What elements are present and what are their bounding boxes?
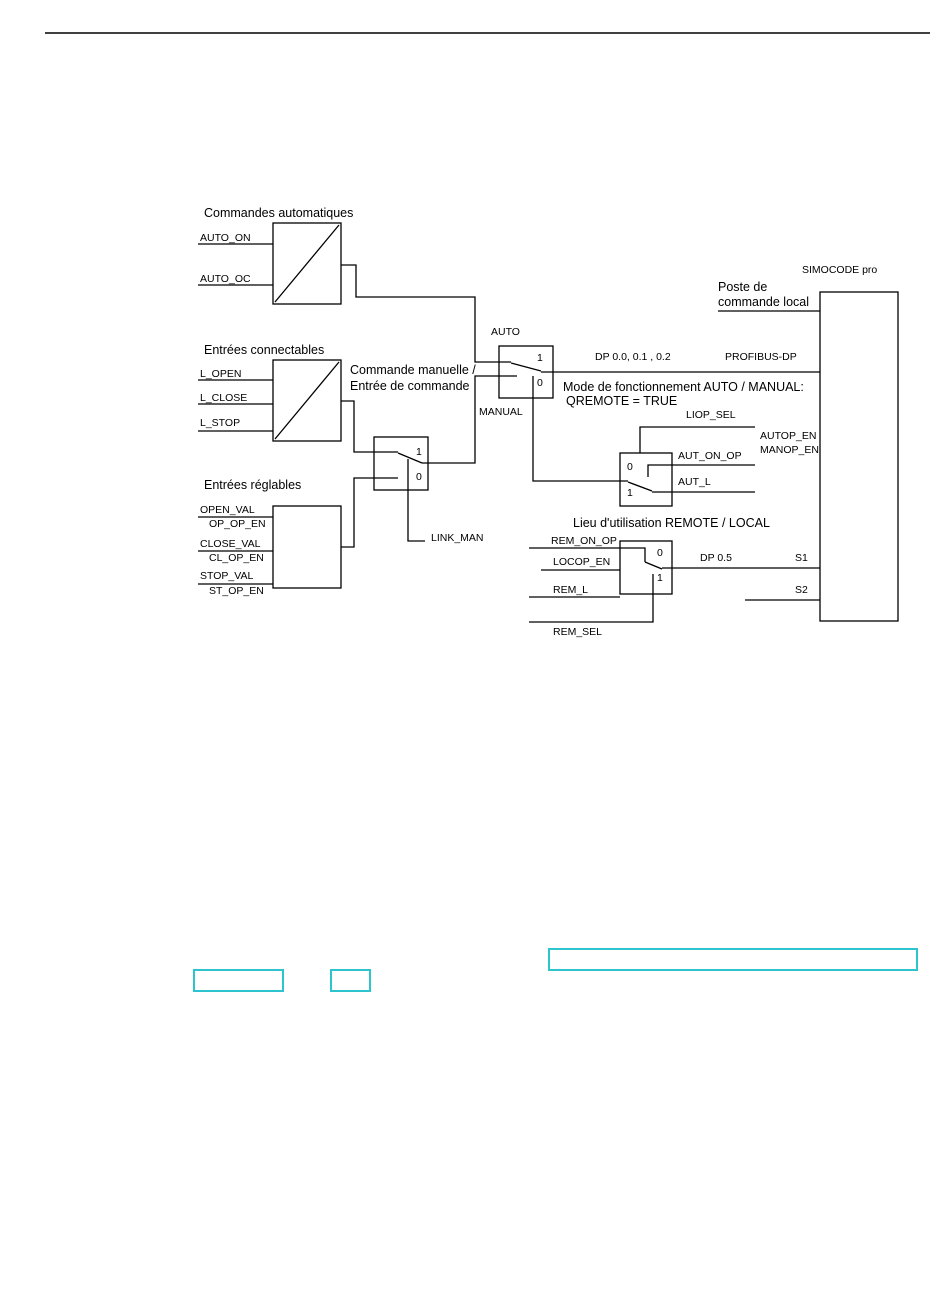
label-rem-sel: REM_SEL [553, 626, 602, 638]
label-mode-line2: QREMOTE = TRUE [566, 394, 677, 408]
label-manual: MANUAL [479, 406, 523, 418]
switch-remote-blade [644, 561, 663, 570]
switch-manual-command [373, 436, 429, 491]
label-manual-command-line1: Commande manuelle / [350, 363, 476, 377]
block-simocode-pro [819, 291, 899, 622]
label-locop-en: LOCOP_EN [553, 556, 610, 568]
label-aut-on-op: AUT_ON_OP [678, 450, 742, 462]
wire-connectable-to-manual-switch [341, 400, 398, 453]
block-auto-commands [272, 222, 342, 305]
switch-liop-input-1: 1 [627, 487, 633, 499]
block-auto-commands-diagonal [274, 224, 340, 303]
switch-liop-blade [627, 481, 653, 492]
label-local-station-line1: Poste de [718, 280, 767, 294]
label-mode-line1: Mode de fonctionnement AUTO / MANUAL: [563, 380, 804, 394]
label-local-station-line2: commande local [718, 295, 809, 309]
label-open-val: OPEN_VAL [200, 504, 255, 516]
switch-auto-input-0: 0 [537, 377, 543, 389]
title-location: Lieu d'utilisation REMOTE / LOCAL [573, 516, 770, 530]
title-auto-commands: Commandes automatiques [204, 206, 353, 220]
label-dp-auto: DP 0.0, 0.1 , 0.2 [595, 351, 671, 363]
block-adjustable-inputs [272, 505, 342, 589]
switch-manual-input-1: 1 [416, 446, 422, 458]
label-rem-on-op: REM_ON_OP [551, 535, 617, 547]
label-s2: S2 [795, 584, 808, 596]
title-connectable-inputs: Entrées connectables [204, 343, 324, 357]
label-close-val: CLOSE_VAL [200, 538, 261, 550]
label-l-open: L_OPEN [200, 368, 241, 380]
wire-mode-to-liop-switch [532, 376, 628, 482]
label-l-close: L_CLOSE [200, 392, 247, 404]
switch-auto-input-1: 1 [537, 352, 543, 364]
label-stop-val: STOP_VAL [200, 570, 253, 582]
search-highlight-2 [193, 969, 284, 992]
label-link-man: LINK_MAN [431, 532, 484, 544]
label-autop-en: AUTOP_EN [760, 430, 816, 442]
switch-auto-blade [510, 362, 542, 372]
switch-manual-blade [397, 452, 423, 464]
search-highlight-3 [330, 969, 371, 992]
label-aut-l: AUT_L [678, 476, 711, 488]
label-profibus: PROFIBUS-DP [725, 351, 797, 363]
label-simocode: SIMOCODE pro [802, 264, 877, 276]
label-manop-en: MANOP_EN [760, 444, 819, 456]
label-liop-sel: LIOP_SEL [686, 409, 736, 421]
label-cl-op-en: CL_OP_EN [209, 552, 264, 564]
label-s1: S1 [795, 552, 808, 564]
label-st-op-en: ST_OP_EN [209, 585, 264, 597]
wire-rem-on-op [529, 547, 646, 562]
wire-adjustable-to-manual-switch [341, 477, 398, 548]
block-connectable-inputs-diagonal [274, 361, 340, 440]
switch-remote-input-1: 1 [657, 572, 663, 584]
search-highlight-1 [548, 948, 918, 971]
switch-remote-input-0: 0 [657, 547, 663, 559]
switch-liop [619, 452, 673, 507]
label-manual-command-line2: Entrée de commande [350, 379, 470, 393]
title-adjustable-inputs: Entrées réglables [204, 478, 301, 492]
label-l-stop: L_STOP [200, 417, 240, 429]
wire-manual-to-mode-switch [422, 375, 517, 464]
label-auto-on: AUTO_ON [200, 232, 251, 244]
label-rem-l: REM_L [553, 584, 588, 596]
wire-rem-sel [529, 574, 654, 623]
label-auto-oc: AUTO_OC [200, 273, 251, 285]
label-dp-remote: DP 0.5 [700, 552, 732, 564]
wire-link-man [407, 459, 425, 542]
wire-aut-on-op [647, 464, 755, 477]
wire-auto-to-mode-switch [341, 264, 511, 363]
label-auto: AUTO [491, 326, 520, 338]
switch-manual-input-0: 0 [416, 471, 422, 483]
switch-liop-input-0: 0 [627, 461, 633, 473]
wire-liop-sel [639, 426, 755, 453]
label-op-op-en: OP_OP_EN [209, 518, 266, 530]
